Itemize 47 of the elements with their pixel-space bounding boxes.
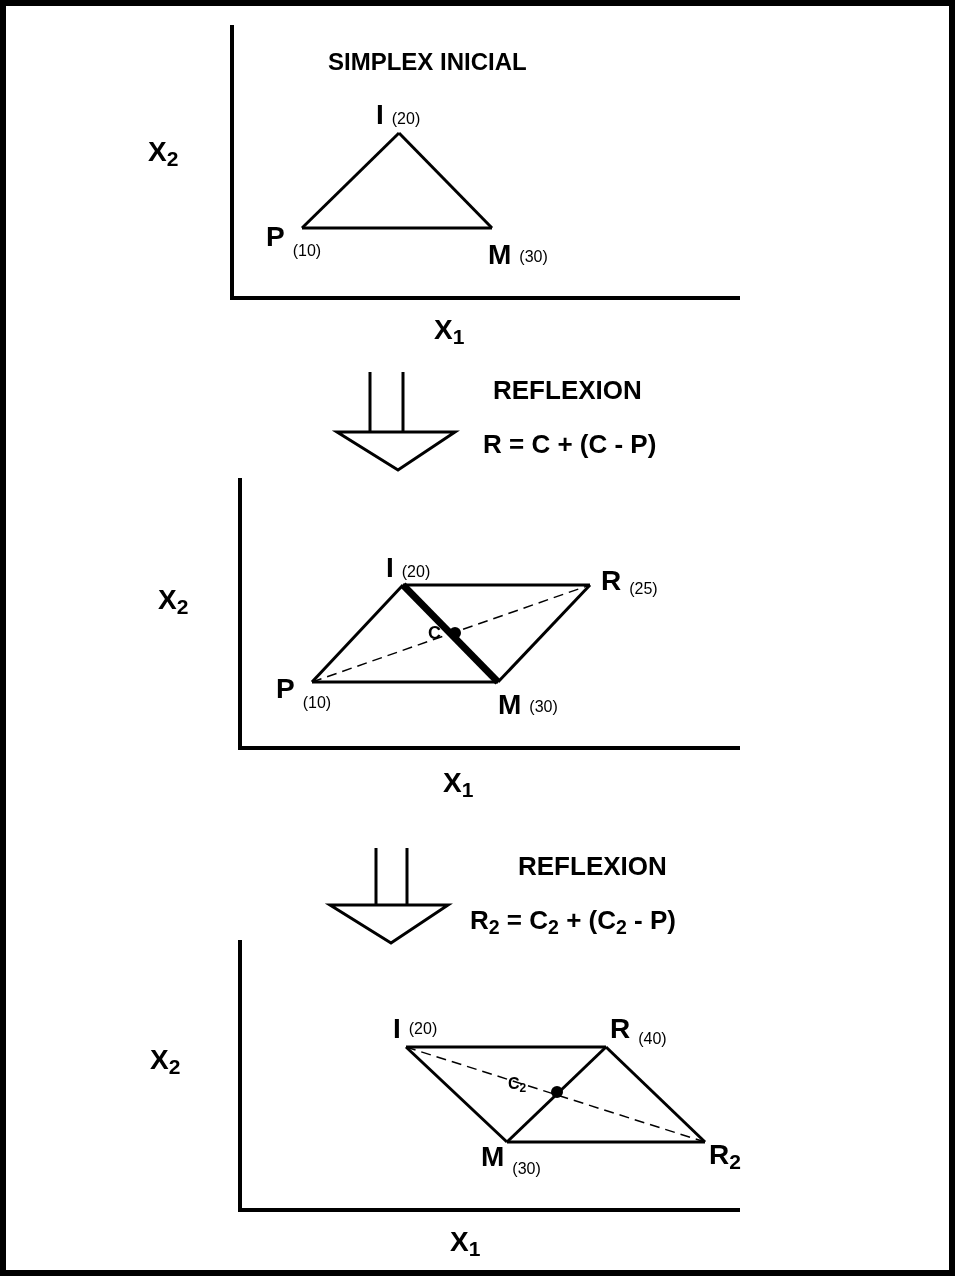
vertex-label: P: [276, 674, 295, 704]
label-text: X$_{2}$: [150, 1043, 181, 1077]
label-text: R$_{2}$ = C$_{2}$ + (C$_{2}$ - P): [470, 904, 676, 937]
vertex-label: R: [610, 1014, 631, 1044]
vertex-value: (40): [638, 1030, 667, 1048]
line: [406, 1045, 606, 1049]
vertex-label: M: [481, 1142, 505, 1172]
label-text: X$_{1}$: [450, 1225, 481, 1259]
label-text: X$_{2}$: [158, 583, 189, 617]
vertex-value: (10): [292, 242, 322, 260]
label-text: REFLEXION: [518, 850, 667, 883]
vertex-label: I: [376, 100, 384, 130]
vertex-value: (20): [408, 1020, 438, 1038]
line: [397, 131, 494, 230]
vertex-label: P: [266, 222, 285, 252]
label-text: C$_{2}$: [508, 1074, 527, 1094]
vertex-label: R$_{2}$: [709, 1140, 741, 1170]
vertex-value: (30): [519, 248, 548, 266]
line: [310, 583, 405, 684]
vertex-value: (20): [401, 563, 431, 581]
vertex-label: R: [601, 566, 622, 596]
line: [404, 1045, 509, 1144]
vertex-label: M: [488, 240, 512, 270]
vertex-value: (20): [391, 110, 421, 128]
line: [312, 680, 498, 684]
line: [604, 1045, 707, 1144]
dashed-line: [311, 584, 591, 683]
label-text: R = C + (C - P): [483, 428, 657, 461]
label-text: REFLEXION: [493, 374, 642, 407]
vertex-label: I: [393, 1014, 401, 1044]
title: SIMPLEX INICIAL: [328, 47, 527, 77]
vertex-value: (30): [512, 1160, 541, 1178]
line: [302, 226, 492, 230]
dashed-line: [405, 1046, 706, 1143]
line: [507, 1140, 705, 1144]
line: [505, 1045, 608, 1144]
line: [300, 131, 401, 230]
vertex-value: (30): [529, 698, 558, 716]
vertex-value: (25): [629, 580, 658, 598]
label-text: C: [428, 622, 441, 645]
vertex-label: M: [498, 690, 522, 720]
label-text: X$_{1}$: [434, 313, 465, 347]
label-text: X$_{2}$: [148, 135, 179, 169]
vertex-value: (10): [302, 694, 332, 712]
vertex-label: I: [386, 553, 394, 583]
line: [496, 583, 592, 684]
label-text: X$_{1}$: [443, 766, 474, 800]
